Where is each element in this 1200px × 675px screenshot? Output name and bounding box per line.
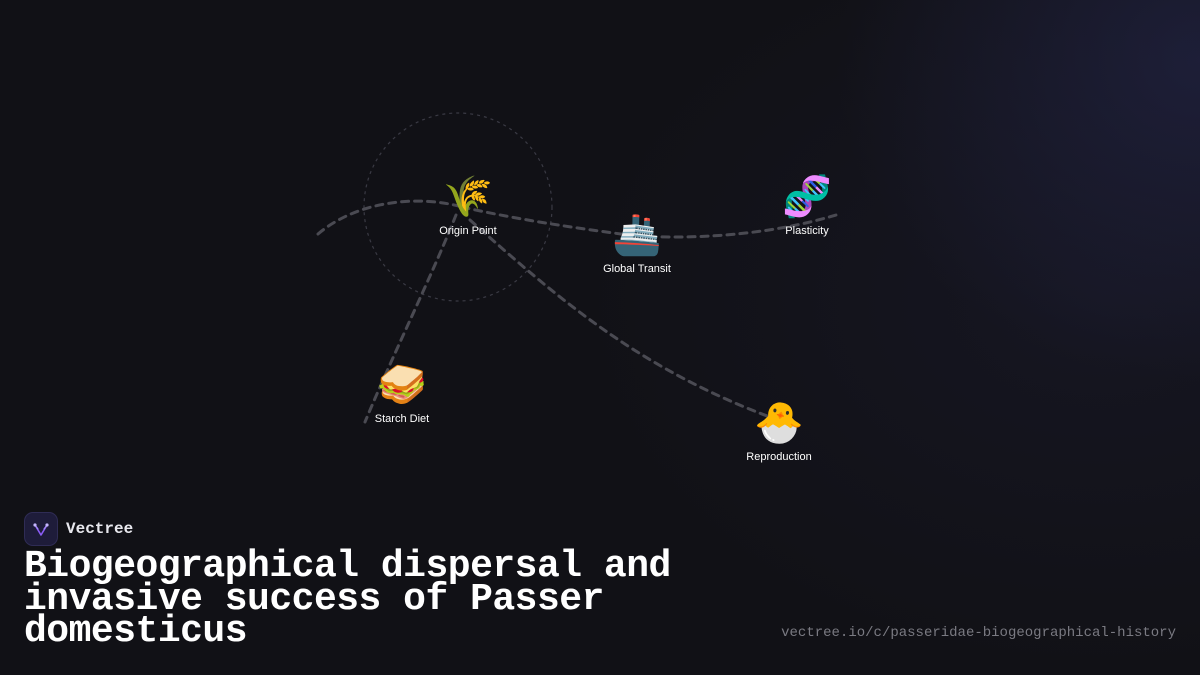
link-entry-to-origin (316, 199, 464, 236)
hatching-chick-icon: 🐣 (754, 400, 804, 446)
dna-icon: 🧬 (782, 174, 832, 220)
node-global-transit[interactable]: 🚢 Global Transit (567, 212, 707, 276)
node-origin-point[interactable]: 🌾 Origin Point (398, 174, 538, 238)
link-origin-to-starch (363, 213, 458, 424)
ship-icon: 🚢 (612, 212, 662, 258)
link-transit-to-plasticity (634, 213, 838, 239)
link-origin-to-transit (460, 205, 638, 238)
node-label: Origin Point (439, 225, 497, 237)
link-origin-to-reproduction (468, 218, 780, 422)
node-label: Starch Diet (374, 413, 430, 425)
page-title: Biogeographical dispersal and invasive s… (24, 545, 671, 653)
node-label: Reproduction (746, 451, 812, 463)
node-reproduction[interactable]: 🐣 Reproduction (709, 400, 849, 464)
origin-focus-ring (363, 112, 553, 302)
node-label: Global Transit (603, 263, 671, 275)
vectree-logo-icon (24, 512, 58, 546)
brand[interactable]: Vectree (24, 512, 133, 546)
node-plasticity[interactable]: 🧬 Plasticity (737, 174, 877, 238)
page-url[interactable]: vectree.io/c/passeridae-biogeographical-… (781, 625, 1176, 641)
brand-name: Vectree (66, 520, 134, 538)
wheat-icon: 🌾 (443, 174, 493, 220)
node-starch-diet[interactable]: 🥪 Starch Diet (332, 362, 472, 426)
sandwich-icon: 🥪 (377, 362, 427, 408)
node-label: Plasticity (785, 225, 829, 237)
